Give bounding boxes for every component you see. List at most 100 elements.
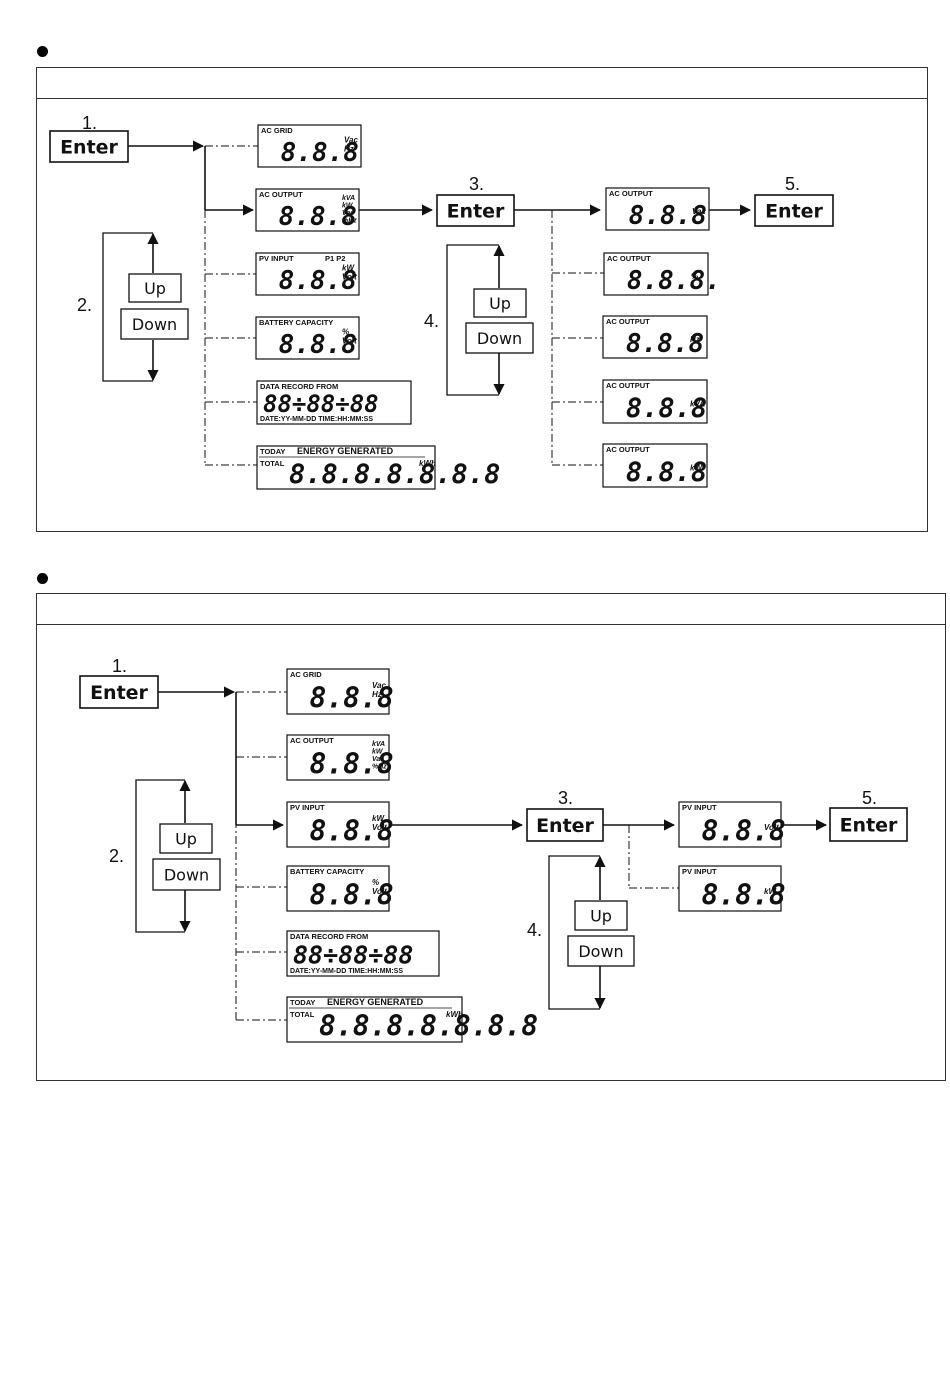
p2-lcd-3-unit: Volt xyxy=(372,887,387,896)
p1-enter-button-5-box xyxy=(754,194,834,227)
p2-lcd-3-title: BATTERY CAPACITY xyxy=(290,867,364,876)
p1-step4-label: 4. xyxy=(424,311,439,331)
p1-lcd-5-subtitle: TOTAL xyxy=(260,459,285,468)
p2-lcd-5-frame xyxy=(286,996,463,1043)
p2-sub-lcd-0-title: PV INPUT xyxy=(682,803,717,812)
p2-step2-label: 2. xyxy=(109,846,124,866)
p1-lcd-0-title: AC GRID xyxy=(261,126,293,135)
p2-lcd-3-digits: 8.8.8 xyxy=(309,879,393,912)
p1-lcd-5-digits: 8.8.8.8.8.8.8 xyxy=(289,459,500,490)
p2-sub-down-button: Down xyxy=(567,935,635,967)
p2-sub-down-button-box xyxy=(567,935,635,967)
p1-enter-button-1-label: Enter xyxy=(60,137,118,159)
p2-lcd-3-unit: % xyxy=(372,878,379,887)
p1-lcd-3-title: BATTERY CAPACITY xyxy=(259,318,333,327)
p2-lcd-0-unit: Vac xyxy=(372,681,386,690)
p2-enter-button-1-label: Enter xyxy=(90,682,148,704)
p2-sub-up-button-label: Up xyxy=(590,907,612,926)
p2-lcd-2-frame xyxy=(286,801,390,848)
p2-lcd-2-title: PV INPUT xyxy=(290,803,325,812)
p1-sub-up-button-box xyxy=(473,288,527,318)
p2-down-button: Down xyxy=(152,858,221,891)
p1-lcd-0-frame xyxy=(257,124,362,168)
p1-sub-lcd-1-title: AC OUTPUT xyxy=(607,254,651,263)
p1-sub-lcd-3-digits: 8.8.8 xyxy=(626,393,707,424)
p2-lcd-2-unit: Volt xyxy=(372,823,387,832)
bullet-1 xyxy=(37,46,48,57)
p2-lcd-1-title: AC OUTPUT xyxy=(290,736,334,745)
p1-sub-lcd-0-frame xyxy=(605,187,710,231)
p2-enter-button-5-box xyxy=(829,807,908,842)
p2-lcd-0-digits: 8.8.8 xyxy=(309,682,393,715)
p1-lcd-1-unit: Vac xyxy=(342,210,354,217)
p2-lcd-0-unit: Hz xyxy=(372,690,382,699)
p2-step4-label: 4. xyxy=(527,920,542,940)
p2-step5-label: 5. xyxy=(862,788,877,808)
p1-lcd-1-digits: 8.8.8 xyxy=(279,202,357,232)
p1-sub-lcd-0-unit: Vac xyxy=(692,207,706,216)
p1-lcd-2-frame xyxy=(255,252,360,296)
p2-lcd-0-frame xyxy=(286,668,390,715)
p1-sub-up-button-label: Up xyxy=(489,294,511,313)
p1-down-button: Down xyxy=(120,308,189,340)
p2-sub-updown-bracket xyxy=(548,855,600,1010)
p2-enter-button-1: Enter xyxy=(79,675,159,709)
p1-sub-lcd-4-title: AC OUTPUT xyxy=(606,445,650,454)
p1-sub-lcd-1-digits: 8.8.8. xyxy=(627,266,721,296)
p1-lcd-3-unit: % xyxy=(342,328,349,337)
bullet-2 xyxy=(37,573,48,584)
p2-lcd-1-unit: kW xyxy=(372,749,384,756)
p1-lcd-0-digits: 8.8.8 xyxy=(281,138,359,168)
p1-lcd-1-unit: %Hz xyxy=(342,218,357,225)
p1-enter-button-3: Enter xyxy=(436,194,515,227)
p1-enter-button-5: Enter xyxy=(754,194,834,227)
p1-sub-lcd-3-title: AC OUTPUT xyxy=(606,381,650,390)
p1-sub-lcd-0-digits: 8.8.8 xyxy=(629,201,707,231)
p1-lcd-4-frame xyxy=(256,380,412,425)
p1-lcd-2-title2: P1 P2 xyxy=(325,254,345,263)
p2-lcd-5-title: TODAY xyxy=(290,998,315,1007)
p2-sub-lcd-1-title: PV INPUT xyxy=(682,867,717,876)
p1-step3-label: 3. xyxy=(469,174,484,194)
p2-enter-button-3-label: Enter xyxy=(536,815,594,837)
p1-sub-lcd-1-frame xyxy=(603,252,709,296)
p2-sub-lcd-0-unit: Volt xyxy=(764,823,779,832)
p2-sub-up-button-box xyxy=(574,900,628,931)
p1-updown-bracket xyxy=(102,232,153,382)
p1-lcd-3-digits: 8.8.8 xyxy=(279,330,357,360)
p2-lcd-4-footer: DATE:YY-MM-DD TIME:HH:MM:SS xyxy=(290,968,403,975)
panel-2-header xyxy=(37,594,945,625)
p1-lcd-5-unit: kWh xyxy=(419,459,436,468)
p2-lcd-1-unit: kVA xyxy=(372,741,385,748)
p1-enter-button-1-box xyxy=(49,130,129,163)
p1-lcd-4-digits: 88÷88÷88 xyxy=(263,390,379,418)
p2-down-button-box xyxy=(152,858,221,891)
p2-enter-button-5-label: Enter xyxy=(840,815,898,837)
p2-up-button-box xyxy=(159,823,213,854)
p2-down-button-label: Down xyxy=(164,866,209,885)
p2-lcd-0-title: AC GRID xyxy=(290,670,322,679)
p1-lcd-5-title2: ENERGY GENERATED xyxy=(297,446,394,456)
p1-down-button-box xyxy=(120,308,189,340)
p2-sub-lcd-1-frame xyxy=(678,865,782,912)
p1-lcd-3-frame xyxy=(255,316,360,360)
p1-lcd-2-unit: kW xyxy=(342,264,355,273)
panel-1-header xyxy=(37,68,927,99)
p2-lcd-1-unit: Vac xyxy=(372,756,384,763)
p1-sub-lcd-3-unit: kVA xyxy=(690,400,705,409)
p2-enter-button-3-box xyxy=(526,808,604,842)
p2-lcd-5-subtitle: TOTAL xyxy=(290,1010,315,1019)
p1-enter-button-3-label: Enter xyxy=(447,201,505,223)
p2-lcd-4-digits: 88÷88÷88 xyxy=(293,940,413,969)
p1-lcd-1-unit: kW xyxy=(342,203,354,210)
